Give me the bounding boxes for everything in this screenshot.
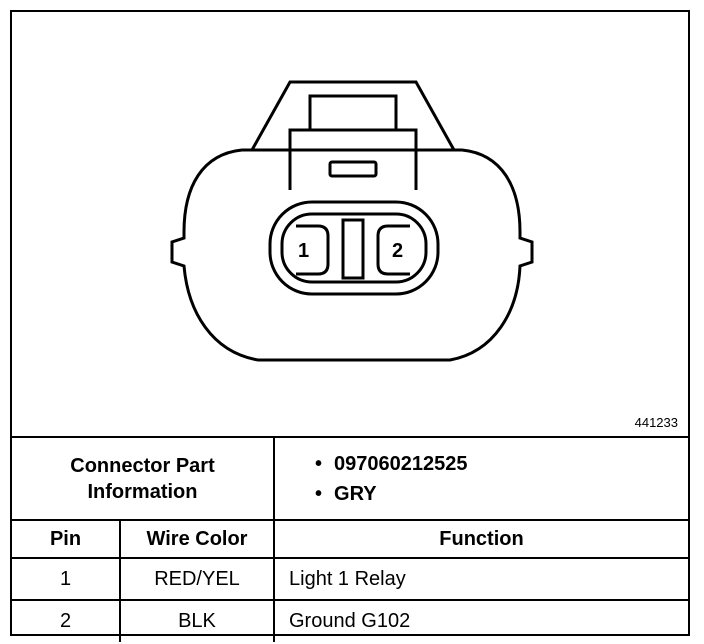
pin-cell: 2: [12, 599, 121, 642]
column-header-row: Pin Wire Color Function: [12, 519, 688, 559]
connector-body-outline: [170, 148, 534, 362]
wire-color-cell: RED/YEL: [119, 557, 275, 601]
pin-2-terminal: [376, 224, 410, 276]
table-row: 1 RED/YEL Light 1 Relay: [12, 557, 688, 601]
connector-table: Connector Part Information 097060212525 …: [12, 438, 688, 642]
table-row: 2 BLK Ground G102: [12, 599, 688, 642]
header-function: Function: [273, 519, 688, 559]
pin-1-terminal: [296, 224, 330, 276]
latch-tab: [288, 94, 418, 190]
header-wire-color: Wire Color: [119, 519, 275, 559]
pin-2-label: 2: [392, 240, 403, 262]
wire-color-cell: BLK: [119, 599, 275, 642]
part-info-label: Connector Part Information: [12, 438, 275, 521]
connector-color: GRY: [315, 479, 688, 509]
connector-sheet: 1 2 441233 Connector Part Information 09…: [10, 10, 690, 642]
part-number: 097060212525: [315, 449, 688, 479]
latch-slot: [328, 160, 378, 178]
connector-face-drawing: 1 2: [170, 80, 534, 362]
pin-cavity: [268, 200, 440, 296]
connector-diagram: 1 2 441233: [12, 12, 688, 438]
function-cell: Light 1 Relay: [273, 557, 688, 601]
pin-1-label: 1: [298, 240, 309, 262]
pin-cell: 1: [12, 557, 121, 601]
header-pin: Pin: [12, 519, 121, 559]
latch-hood: [250, 80, 456, 151]
part-info-values: 097060212525 GRY: [273, 438, 688, 521]
function-cell: Ground G102: [273, 599, 688, 642]
figure-id: 441233: [634, 415, 678, 430]
part-info-row: Connector Part Information 097060212525 …: [12, 438, 688, 521]
